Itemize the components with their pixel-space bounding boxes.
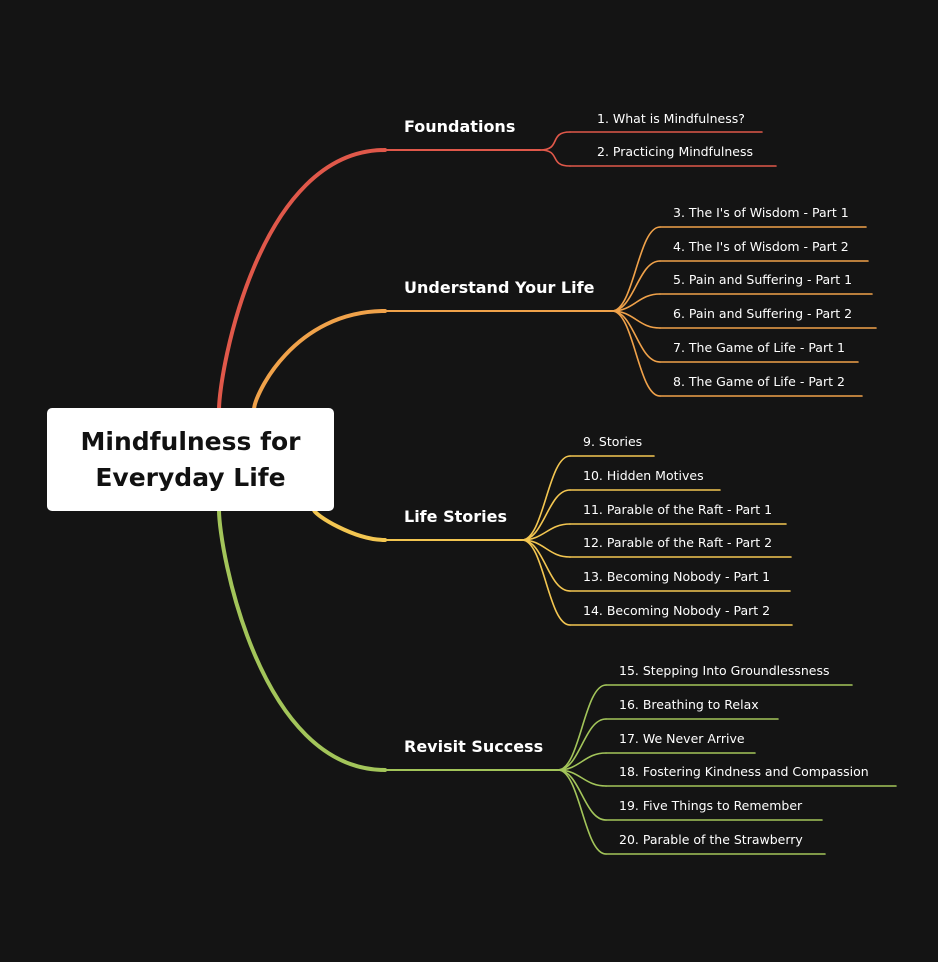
- topic-item[interactable]: 19. Five Things to Remember: [619, 798, 803, 813]
- topic-item[interactable]: 6. Pain and Suffering - Part 2: [673, 306, 853, 321]
- topic-item[interactable]: 15. Stepping Into Groundlessness: [619, 663, 830, 678]
- branch-label-understand-your-life[interactable]: Understand Your Life: [404, 278, 595, 297]
- leaf-links: [521, 131, 897, 855]
- branch-to-leaf-connector: [557, 769, 607, 855]
- central-topic-title: Mindfulness for Everyday Life: [80, 426, 301, 492]
- topic-item[interactable]: 13. Becoming Nobody - Part 1: [583, 569, 771, 584]
- branch-to-leaf-connector: [557, 718, 607, 771]
- topic-item[interactable]: 1. What is Mindfulness?: [597, 111, 745, 126]
- topic-item[interactable]: 7. The Game of Life - Part 1: [673, 340, 845, 355]
- topic-item[interactable]: 10. Hidden Motives: [583, 468, 704, 483]
- branch-to-leaf-connector: [521, 539, 571, 626]
- topic-item[interactable]: 4. The I's of Wisdom - Part 2: [673, 239, 849, 254]
- root-to-branch-connector: [312, 508, 387, 542]
- branch-to-leaf-connector: [539, 149, 571, 167]
- topic-item[interactable]: 18. Fostering Kindness and Compassion: [619, 764, 869, 779]
- topic-item[interactable]: 20. Parable of the Strawberry: [619, 832, 803, 847]
- topic-item[interactable]: 14. Becoming Nobody - Part 2: [583, 603, 771, 618]
- topic-item[interactable]: 8. The Game of Life - Part 2: [673, 374, 845, 389]
- branch-label-life-stories[interactable]: Life Stories: [404, 507, 507, 526]
- branch-to-leaf-connector: [611, 310, 661, 397]
- topic-item[interactable]: 3. The I's of Wisdom - Part 1: [673, 205, 849, 220]
- root-to-branch-connector: [252, 309, 387, 412]
- branch-to-leaf-connector: [521, 489, 571, 541]
- branch-label-revisit-success[interactable]: Revisit Success: [404, 737, 544, 756]
- topic-item[interactable]: 17. We Never Arrive: [619, 731, 745, 746]
- topic-item[interactable]: 16. Breathing to Relax: [619, 697, 759, 712]
- branch-to-leaf-connector: [611, 226, 661, 312]
- topic-item[interactable]: 11. Parable of the Raft - Part 1: [583, 502, 773, 517]
- branch-to-leaf-connector: [539, 131, 571, 151]
- branch-label-foundations[interactable]: Foundations: [404, 117, 516, 136]
- root-to-branch-connector: [217, 508, 387, 772]
- topic-item[interactable]: 9. Stories: [583, 434, 643, 449]
- topic-item[interactable]: 12. Parable of the Raft - Part 2: [583, 535, 773, 550]
- topic-item[interactable]: 5. Pain and Suffering - Part 1: [673, 272, 853, 287]
- branch-to-leaf-connector: [557, 684, 607, 771]
- branch-to-leaf-connector: [611, 293, 661, 312]
- central-topic[interactable]: Mindfulness for Everyday Life: [47, 408, 334, 511]
- branch-to-leaf-connector: [611, 260, 661, 312]
- root-branch-links: [217, 148, 613, 772]
- topic-item[interactable]: 2. Practicing Mindfulness: [597, 144, 753, 159]
- root-to-branch-connector: [217, 148, 387, 412]
- branch-to-leaf-connector: [521, 455, 571, 541]
